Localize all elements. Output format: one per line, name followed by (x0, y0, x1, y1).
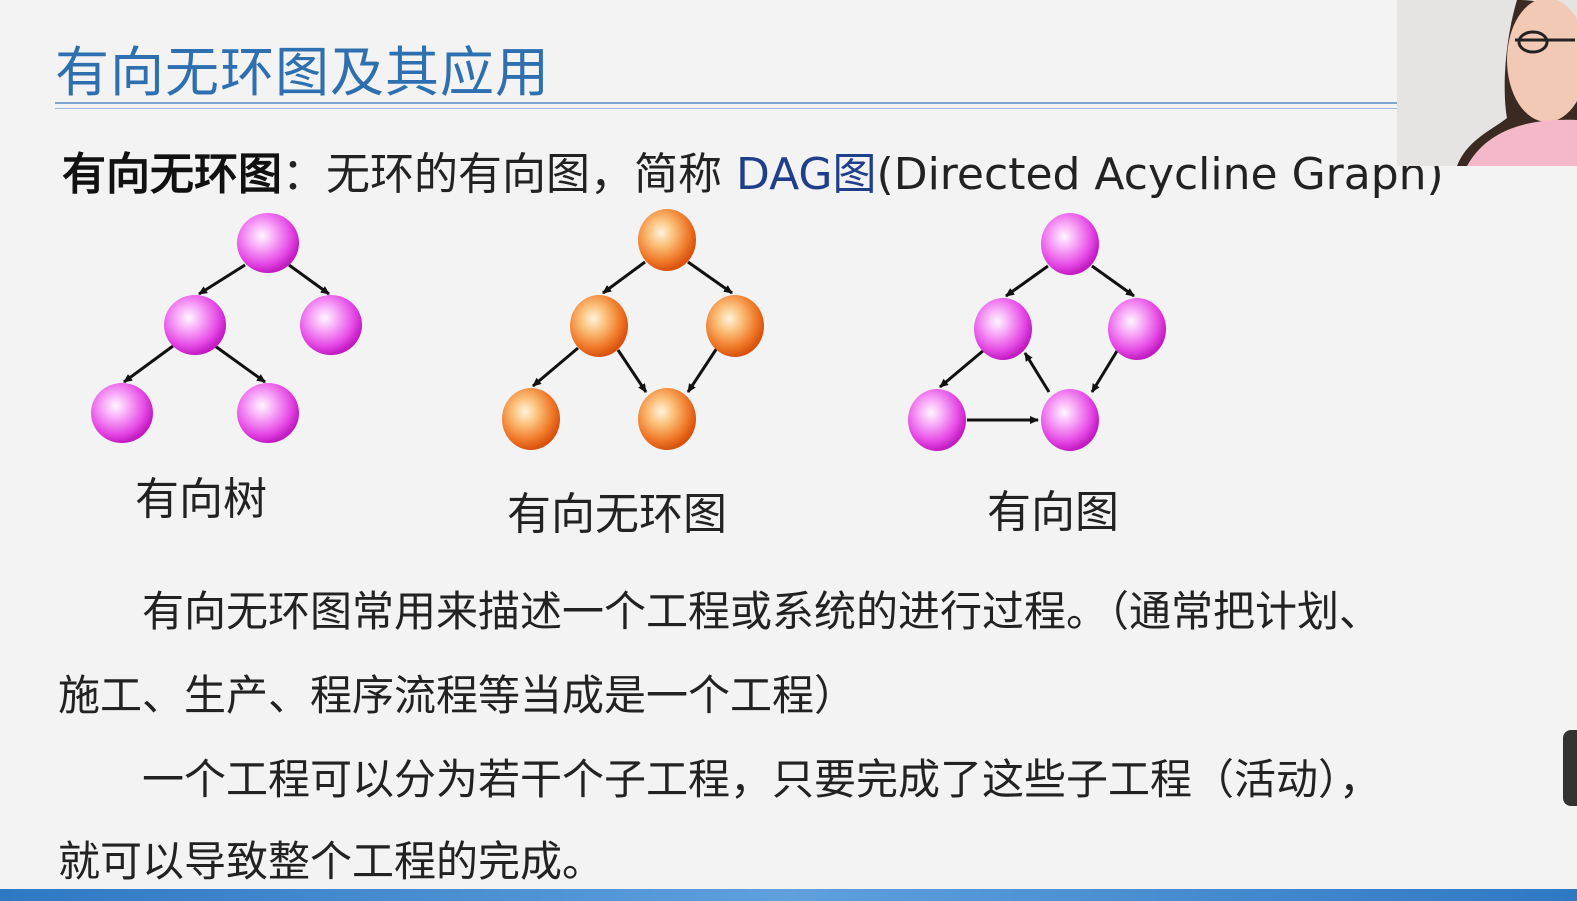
edge (939, 348, 985, 389)
edge (686, 347, 719, 393)
definition-body: 无环的有向图，简称 (326, 149, 736, 200)
label-dag: 有向无环图 (507, 489, 727, 540)
node (638, 209, 696, 271)
node (908, 389, 966, 451)
node (706, 295, 764, 357)
graph-directed-tree (91, 213, 362, 443)
edge (214, 344, 266, 384)
definition-fullname: (Directed Acycline Graph) (876, 149, 1444, 200)
edge (616, 349, 648, 393)
paragraph-2-line-2: 就可以导致整个工程的完成。 (58, 837, 605, 886)
definition-line: 有向无环图：无环的有向图，简称 DAG图(Directed Acycline G… (62, 138, 1444, 202)
paragraph-1-line-1: 有向无环图常用来描述一个工程或系统的进行过程。（通常把计划、 (58, 587, 1382, 636)
bottom-progress-bar (0, 889, 1577, 901)
node (974, 298, 1032, 360)
node (164, 295, 226, 355)
paragraph-1-line-2: 施工、生产、程序流程等当成是一个工程） (58, 671, 857, 720)
presenter-image (1397, 0, 1577, 166)
definition-term: 有向无环图 (62, 149, 282, 200)
edge (198, 263, 246, 296)
edge (532, 346, 579, 388)
edge (687, 260, 733, 295)
graph-dag (502, 209, 764, 450)
node (1108, 298, 1166, 360)
title-underline-thin (55, 108, 1397, 109)
graph-directed (908, 213, 1166, 451)
node (237, 383, 299, 443)
edge (1090, 350, 1119, 393)
label-directed-tree: 有向树 (135, 474, 267, 525)
node (91, 383, 153, 443)
presenter-webcam-overlay (1397, 0, 1577, 166)
paragraph-2-line-1: 一个工程可以分为若干个子工程，只要完成了这些子工程（活动）， (58, 755, 1382, 804)
side-scroll-handle[interactable] (1563, 730, 1577, 806)
edge (602, 260, 646, 295)
node (502, 388, 560, 450)
definition-abbr: DAG图 (736, 149, 877, 200)
title-underline (55, 102, 1397, 104)
node (570, 295, 628, 357)
definition-colon: ： (282, 149, 326, 200)
label-directed-graph: 有向图 (987, 487, 1119, 538)
node (1041, 213, 1099, 275)
node (638, 388, 696, 450)
node (1041, 389, 1099, 451)
slide-title: 有向无环图及其应用 (55, 41, 550, 104)
node (237, 213, 299, 273)
edge (1023, 352, 1051, 393)
edge (288, 263, 330, 296)
edge (1091, 264, 1135, 298)
node (300, 295, 362, 355)
edge (123, 344, 174, 384)
edge (1005, 264, 1049, 298)
